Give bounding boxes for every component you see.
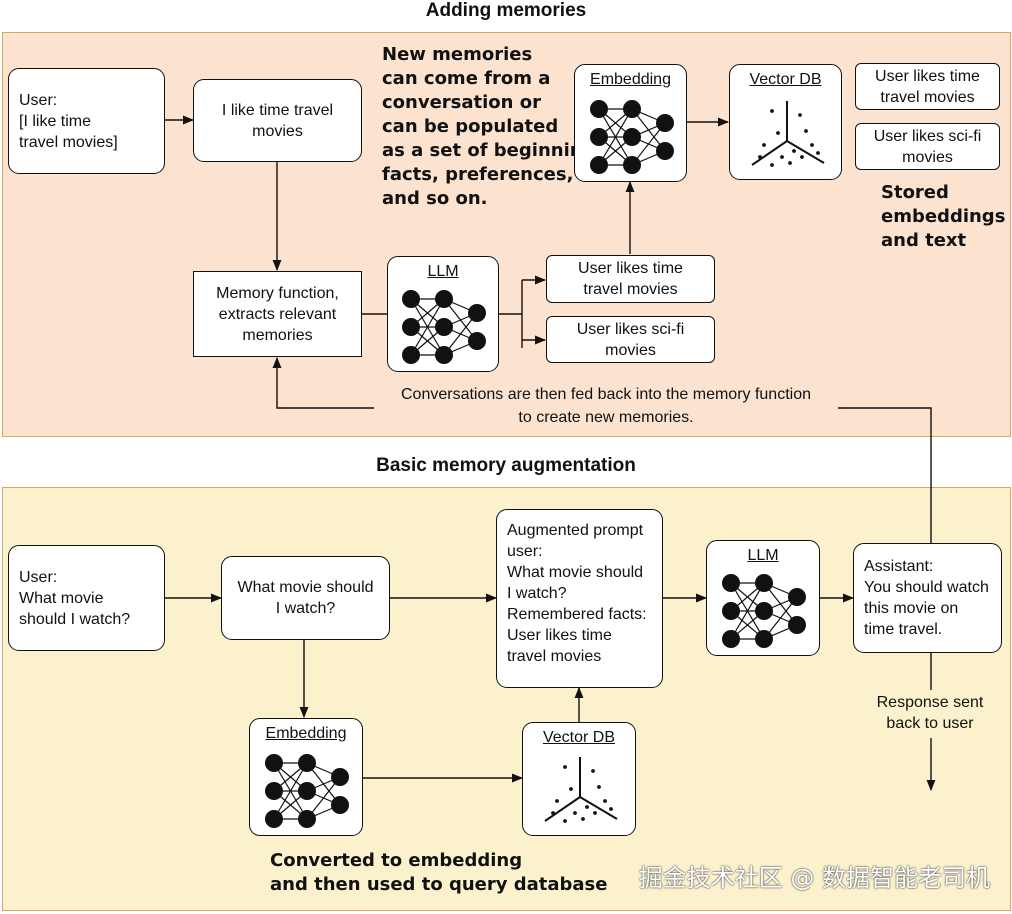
feedback-note: Conversations are then fed back into the… [401, 386, 811, 426]
neural-network-icon [265, 754, 349, 828]
new-memories-note: New memories can come from a conversatio… [382, 44, 596, 209]
assistant-response-box: Assistant: You should watch this movie o… [853, 543, 1002, 653]
query-note: Converted to embedding and then used to … [270, 850, 608, 895]
stored-embeddings-note: Stored embeddings and text [881, 182, 1006, 251]
basic-memory-augmentation-title: Basic memory augmentation [376, 455, 636, 476]
vector-db-label: Vector DB [542, 729, 616, 746]
embedding-box-bottom: Embedding [249, 718, 363, 836]
llm-label: LLM [747, 547, 779, 564]
user-input-box: User: [I like time travel movies] [8, 68, 165, 174]
memory-function-box: Memory function, extracts relevant memor… [193, 271, 362, 357]
vector-db-box: Vector DB [729, 64, 842, 180]
stored-memory-sci-fi: User likes sci-fi movies [855, 123, 1000, 170]
embedding-box: Embedding [574, 64, 687, 182]
user-message-box: I like time travel movies [193, 79, 362, 162]
neural-network-icon [402, 290, 486, 364]
llm-box-bottom: LLM [706, 540, 820, 656]
question-message-box: What movie should I watch? [221, 556, 390, 640]
vector-db-label: Vector DB [749, 71, 822, 88]
vector-space-icon [751, 101, 825, 167]
augmented-prompt-box: Augmented prompt user: What movie should… [496, 509, 663, 688]
embedding-label: Embedding [590, 71, 671, 88]
adding-memories-title: Adding memories [425, 0, 587, 21]
neural-network-icon [722, 574, 806, 648]
vector-space-icon [544, 757, 618, 823]
user-question-box: User: What movie should I watch? [8, 545, 165, 651]
extracted-memory-time-travel: User likes time travel movies [546, 255, 715, 303]
llm-box-top: LLM [387, 256, 499, 372]
llm-label: LLM [427, 263, 459, 280]
neural-network-icon [590, 100, 674, 174]
response-sent-note: Response sent back to user [876, 694, 984, 732]
watermark: 掘金技术社区 @ 数据智能老司机 [638, 864, 990, 892]
vector-db-box-bottom: Vector DB [522, 722, 636, 836]
adding-memories-panel [2, 32, 1011, 437]
embedding-label: Embedding [265, 725, 347, 742]
stored-memory-time-travel: User likes time travel movies [855, 63, 1000, 110]
extracted-memory-sci-fi: User likes sci-fi movies [546, 316, 715, 363]
